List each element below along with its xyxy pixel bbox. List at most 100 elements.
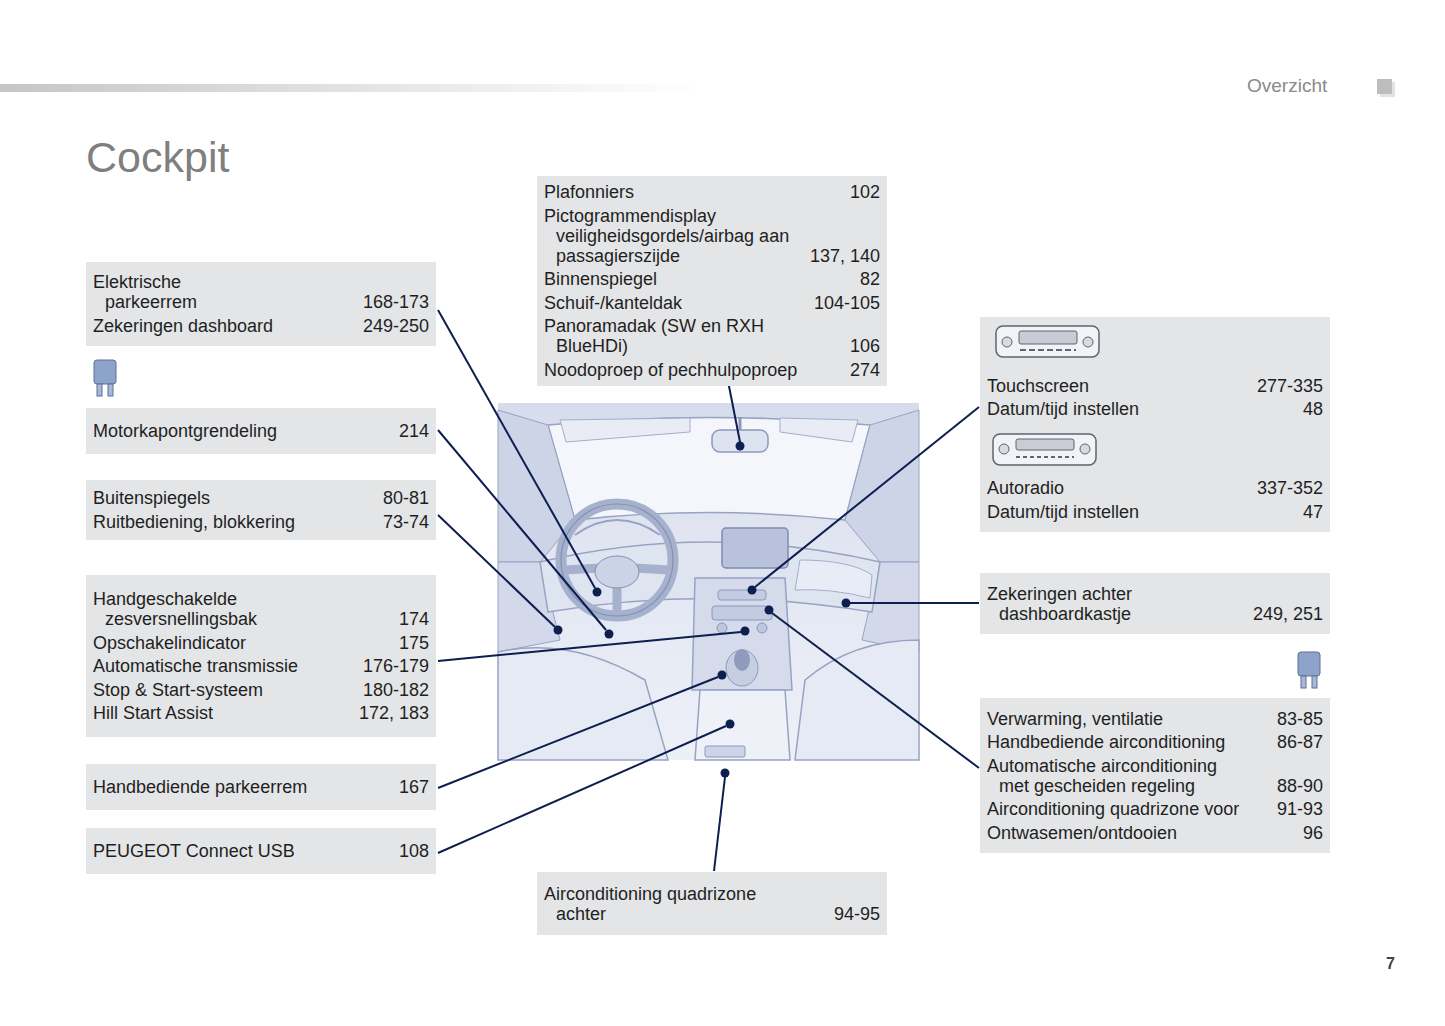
entry-name: Elektrische parkeerrem [93, 272, 233, 312]
cockpit-illustration [498, 648, 668, 760]
page-ref: 82 [850, 269, 880, 289]
entry-name: Airconditioning quadrizone achter [544, 884, 779, 924]
leader-line [850, 602, 979, 604]
entry-name: Handbediende parkeerrem [93, 777, 307, 797]
page-ref: 86-87 [1267, 732, 1323, 752]
reference-row: Panoramadak (SW en RXH BlueHDi)106 [544, 316, 880, 356]
reference-box: Plafonniers102Pictogrammendisplay veilig… [537, 176, 887, 386]
fuse-icon [108, 384, 113, 396]
touchscreen-icon [1002, 337, 1012, 347]
autoradio-icon [993, 434, 1096, 465]
cockpit-illustration [575, 520, 660, 535]
reference-row: Automatische airconditioning met geschei… [987, 756, 1323, 796]
entry-name: Opschakelindicator [93, 633, 246, 653]
section-label: Overzicht [1247, 75, 1327, 98]
page-ref: 104-105 [804, 293, 880, 313]
cockpit-illustration [718, 590, 766, 600]
fuse-icon [94, 360, 116, 384]
leader-dot [736, 442, 745, 451]
fuse-icon [1301, 676, 1306, 688]
leader-line [755, 407, 979, 587]
entry-name: Handgeschakelde zesversnellingsbak [93, 589, 293, 629]
header-bar [1377, 79, 1392, 94]
reference-row: Autoradio 337-352 [987, 478, 1323, 498]
entry-name: Panoramadak (SW en RXH BlueHDi) [544, 316, 840, 356]
page-ref: 83-85 [1267, 709, 1323, 729]
page-ref: 108 [389, 841, 429, 861]
reference-row: Zekeringen achter dashboardkastje249, 25… [987, 584, 1323, 624]
page-ref: 80-81 [373, 488, 429, 508]
reference-box: Handgeschakelde zesversnellingsbak 174Ops… [86, 575, 436, 737]
reference-box: Handbediende parkeerrem 167 [86, 764, 436, 810]
leader-line [438, 726, 726, 853]
leader-dot [554, 442, 851, 778]
entry-name: Zekeringen achter dashboardkastje [987, 584, 1162, 624]
page-ref: 167 [389, 777, 429, 797]
entry-name: Binnenspiegel [544, 269, 657, 289]
leader-line [438, 677, 718, 788]
reference-box: Airconditioning quadrizone achter 94-95 [537, 872, 887, 935]
autoradio-icon [999, 444, 1009, 454]
page-ref: 168-173 [353, 292, 429, 312]
page-ref: 274 [840, 360, 880, 380]
reference-row: Airconditioning quadrizone voor 91-93 [987, 799, 1323, 819]
page-ref: 337-352 [1247, 478, 1323, 498]
reference-row: Zekeringen dashboard249-250 [93, 316, 429, 336]
page-title: Cockpit [86, 136, 229, 179]
page-ref: 94-95 [824, 904, 880, 924]
leader-line [438, 310, 979, 871]
leader-dot [748, 586, 757, 595]
page-ref: 48 [1293, 399, 1323, 419]
leader-dot [554, 626, 563, 635]
leader-dot [842, 599, 851, 608]
reference-row: Datum/tijd instellen48 [987, 399, 1323, 419]
entry-name: Verwarming, ventilatie [987, 709, 1163, 729]
reference-row: Handgeschakelde zesversnellingsbak 174 [93, 589, 429, 629]
leader-line [438, 430, 606, 630]
entry-name: Airconditioning quadrizone voor [987, 799, 1239, 819]
reference-row: Pictogrammendisplay veiligheidsgordels/a… [544, 206, 880, 266]
reference-row: Motorkapontgrendeling 214 [93, 421, 429, 441]
autoradio-icon [1016, 456, 1074, 458]
autoradio-icon [1016, 439, 1074, 450]
cockpit-illustration [560, 418, 690, 442]
page-ref: 214 [389, 421, 429, 441]
touchscreen-icon [1020, 349, 1076, 351]
leader-dot [605, 630, 614, 639]
cockpit-illustration [561, 504, 673, 616]
entry-name: Motorkapontgrendeling [93, 421, 277, 441]
page-ref: 91-93 [1267, 799, 1323, 819]
touchscreen-icon [1083, 337, 1093, 347]
cockpit-illustration [739, 417, 742, 431]
page-ref: 174 [389, 609, 429, 629]
entry-name: Buitenspiegels [93, 488, 210, 508]
entry-name: Plafonniers [544, 182, 634, 202]
reference-row: Handbediende airconditioning86-87 [987, 732, 1323, 752]
entry-name: Stop & Start-systeem [93, 680, 263, 700]
page-ref: 73-74 [373, 512, 429, 532]
entry-name: Ruitbediening, blokkering [93, 512, 295, 532]
entry-name: Touchscreen [987, 376, 1089, 396]
reference-row: Noodoproep of pechhulpoproep274 [544, 360, 880, 380]
touchscreen-icon [996, 326, 1099, 357]
reference-row: Hill Start Assist172, 183 [93, 703, 429, 723]
page-ref: 172, 183 [349, 703, 429, 723]
entry-name: Ontwasemen/ontdooien [987, 823, 1177, 843]
cockpit-illustration [498, 403, 919, 760]
cockpit-illustration [717, 623, 727, 633]
page-ref: 137, 140 [800, 246, 880, 266]
cockpit-illustration [734, 649, 750, 671]
leader-line [714, 777, 725, 871]
leader-dot [718, 671, 727, 680]
page-ref: 47 [1293, 502, 1323, 522]
header-bar [0, 84, 700, 92]
cockpit-illustration [561, 504, 673, 616]
entry-name: Schuif-/kanteldak [544, 293, 682, 313]
header-bar [0, 79, 1395, 97]
page-ref: 106 [840, 336, 880, 356]
entry-name: Autoradio [987, 478, 1064, 498]
reference-row: Elektrische parkeerrem 168-173 [93, 272, 429, 312]
cockpit-illustration [722, 528, 788, 568]
reference-row: Handbediende parkeerrem 167 [93, 777, 429, 797]
